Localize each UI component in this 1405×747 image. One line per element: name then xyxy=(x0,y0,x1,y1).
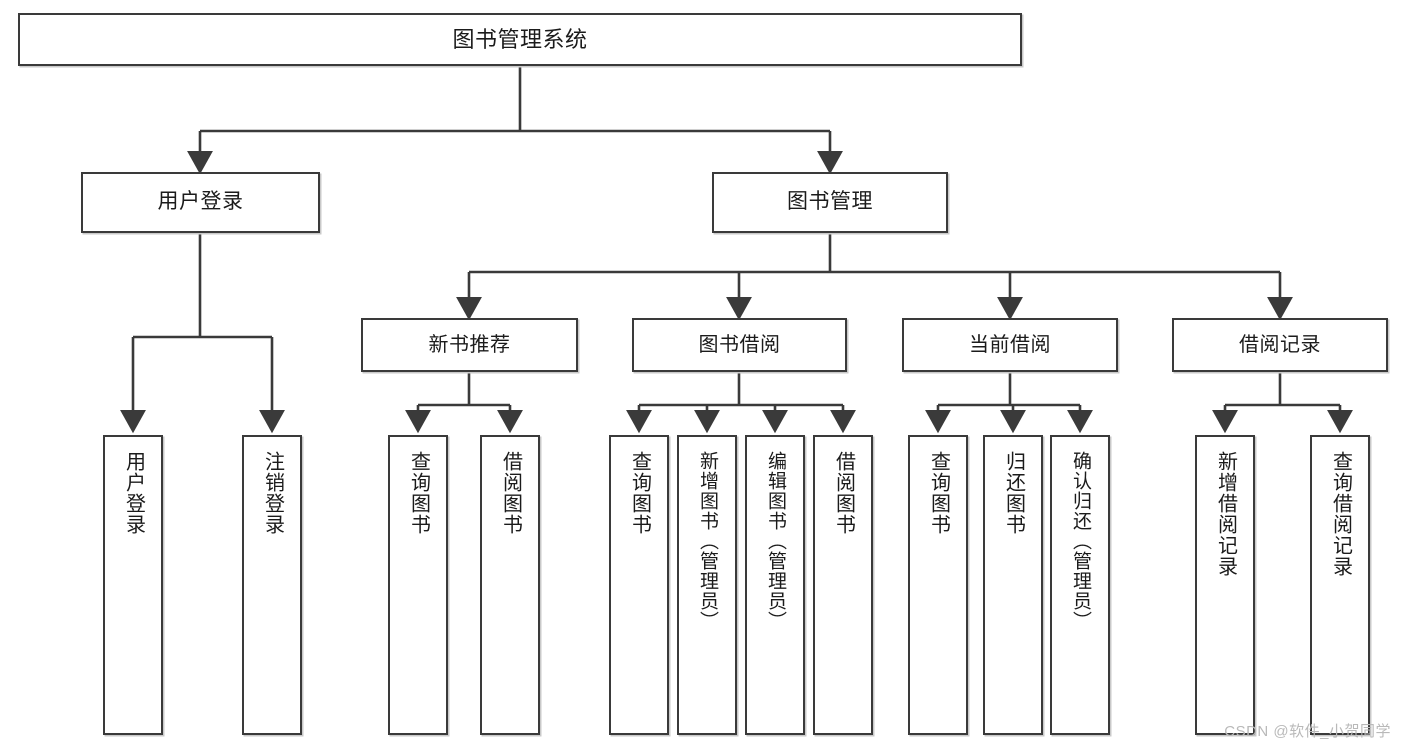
leaf-user-login-logout[interactable]: 注销登录 xyxy=(242,435,302,735)
leaf-book-borrow-borrow-book[interactable]: 借阅图书 xyxy=(813,435,873,735)
leaf-book-borrow-edit-book-admin[interactable]: 编辑图书（管理员） xyxy=(745,435,805,735)
node-user-login[interactable]: 用户登录 xyxy=(81,172,320,233)
node-label: 当前借阅 xyxy=(969,333,1051,356)
leaf-borrow-record-add-record[interactable]: 新增借阅记录 xyxy=(1195,435,1255,735)
leaf-new-book-borrow-book[interactable]: 借阅图书 xyxy=(480,435,540,735)
node-label: 查询图书 xyxy=(407,451,430,535)
node-root-book-management-system[interactable]: 图书管理系统 xyxy=(18,13,1022,66)
leaf-current-borrow-return-book[interactable]: 归还图书 xyxy=(983,435,1043,735)
node-label: 归还图书 xyxy=(1002,451,1025,535)
node-borrow-record[interactable]: 借阅记录 xyxy=(1172,318,1388,372)
leaf-borrow-record-query-record[interactable]: 查询借阅记录 xyxy=(1310,435,1370,735)
leaf-current-borrow-confirm-return-admin[interactable]: 确认归还（管理员） xyxy=(1050,435,1110,735)
node-current-borrow[interactable]: 当前借阅 xyxy=(902,318,1118,372)
node-label: 用户登录 xyxy=(157,190,244,214)
node-label: 新增借阅记录 xyxy=(1214,451,1237,577)
node-label: 借阅图书 xyxy=(832,451,855,535)
csdn-watermark: CSDN @软件_小贺同学 xyxy=(1224,723,1391,740)
node-label: 借阅图书 xyxy=(499,451,522,535)
node-label: 确认归还（管理员） xyxy=(1069,451,1091,631)
leaf-new-book-query-book[interactable]: 查询图书 xyxy=(388,435,448,735)
leaf-user-login-login[interactable]: 用户登录 xyxy=(103,435,163,735)
node-label: 用户登录 xyxy=(122,451,145,535)
node-label: 图书管理 xyxy=(787,190,873,214)
node-label: 查询图书 xyxy=(927,451,950,535)
node-label: 新增图书（管理员） xyxy=(696,451,718,631)
node-book-borrow[interactable]: 图书借阅 xyxy=(632,318,847,372)
node-new-book-recommend[interactable]: 新书推荐 xyxy=(361,318,578,372)
leaf-current-borrow-query-book[interactable]: 查询图书 xyxy=(908,435,968,735)
leaf-book-borrow-query-book[interactable]: 查询图书 xyxy=(609,435,669,735)
node-label: 图书管理系统 xyxy=(452,26,588,52)
node-label: 借阅记录 xyxy=(1239,333,1321,356)
leaf-book-borrow-add-book-admin[interactable]: 新增图书（管理员） xyxy=(677,435,737,735)
node-label: 新书推荐 xyxy=(428,333,511,356)
node-label: 图书借阅 xyxy=(698,333,781,356)
node-label: 查询图书 xyxy=(628,451,651,535)
node-label: 编辑图书（管理员） xyxy=(764,451,786,631)
node-label: 查询借阅记录 xyxy=(1329,451,1352,577)
node-label: 注销登录 xyxy=(261,451,284,535)
node-book-management[interactable]: 图书管理 xyxy=(712,172,948,233)
